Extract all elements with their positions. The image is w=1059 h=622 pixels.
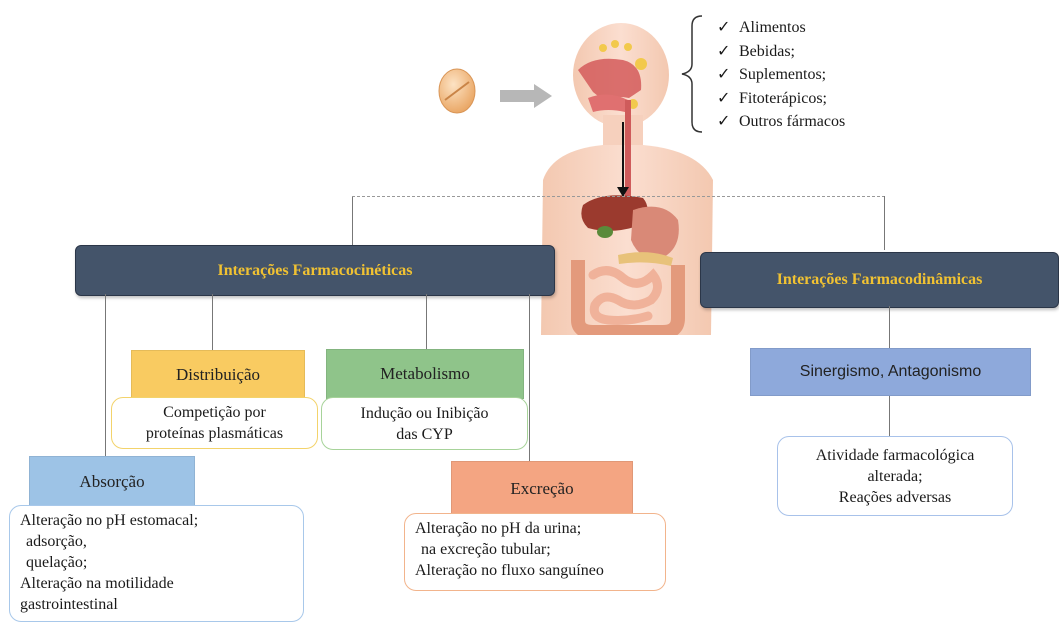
description-line: na excreção tubular;: [415, 539, 655, 560]
effects-description: Atividade farmacológica alterada; Reaçõe…: [777, 436, 1013, 516]
absorption-box: Absorção: [29, 456, 195, 508]
list-item-text: Outros fármacos: [739, 110, 845, 134]
connector-line: [884, 196, 885, 250]
checkmark-icon: ✓: [703, 110, 739, 134]
description-line: Alteração no fluxo sanguíneo: [415, 560, 655, 581]
pharmacokinetics-header: Interações Farmacocinéticas: [75, 245, 555, 296]
checkmark-icon: ✓: [703, 40, 739, 64]
down-arrow-icon: [617, 187, 629, 199]
description-line: quelação;: [20, 552, 293, 573]
description-line: alterada;: [867, 466, 922, 487]
distribution-description: Competição por proteínas plasmáticas: [111, 397, 318, 449]
list-item: ✓Bebidas;: [703, 40, 845, 64]
connector-dashed-line: [352, 196, 885, 197]
connector-line: [889, 394, 890, 436]
connector-line: [352, 196, 353, 246]
excretion-box: Excreção: [451, 461, 633, 516]
description-line: Indução ou Inibição: [361, 403, 489, 424]
bracket-icon: [680, 14, 704, 134]
list-item-text: Suplementos;: [739, 63, 826, 87]
description-line: das CYP: [396, 424, 452, 445]
intake-checklist: ✓Alimentos ✓Bebidas; ✓Suplementos; ✓Fito…: [703, 16, 845, 134]
list-item: ✓Alimentos: [703, 16, 845, 40]
pharmacodynamics-header: Interações Farmacodinâmicas: [700, 252, 1059, 308]
connector-line: [889, 306, 890, 348]
connector-line: [529, 294, 530, 461]
list-item-text: Fitoterápicos;: [739, 87, 827, 111]
description-line: Alteração no pH estomacal;: [20, 510, 293, 531]
description-line: Atividade farmacológica: [816, 445, 975, 466]
description-line: gastrointestinal: [20, 594, 293, 615]
excretion-description: Alteração no pH da urina; na excreção tu…: [404, 513, 666, 591]
list-item: ✓Fitoterápicos;: [703, 87, 845, 111]
description-line: Reações adversas: [839, 487, 951, 508]
description-line: Alteração no pH da urina;: [415, 518, 655, 539]
checkmark-icon: ✓: [703, 16, 739, 40]
checkmark-icon: ✓: [703, 87, 739, 111]
metabolism-description: Indução ou Inibição das CYP: [321, 397, 528, 450]
absorption-description: Alteração no pH estomacal; adsorção, que…: [9, 505, 304, 622]
distribution-box: Distribuição: [131, 350, 305, 400]
metabolism-box: Metabolismo: [326, 349, 524, 399]
connector-line: [426, 294, 427, 350]
description-line: adsorção,: [20, 531, 293, 552]
connector-line: [105, 294, 106, 456]
list-item-text: Alimentos: [739, 16, 806, 40]
description-line: Competição por: [163, 402, 266, 423]
description-line: proteínas plasmáticas: [146, 423, 283, 444]
list-item: ✓Outros fármacos: [703, 110, 845, 134]
mechanism-box: Sinergismo, Antagonismo: [750, 348, 1031, 396]
pill-icon: [432, 66, 482, 116]
list-item: ✓Suplementos;: [703, 63, 845, 87]
list-item-text: Bebidas;: [739, 40, 795, 64]
connector-line: [212, 294, 213, 350]
description-line: Alteração na motilidade: [20, 573, 293, 594]
checkmark-icon: ✓: [703, 63, 739, 87]
